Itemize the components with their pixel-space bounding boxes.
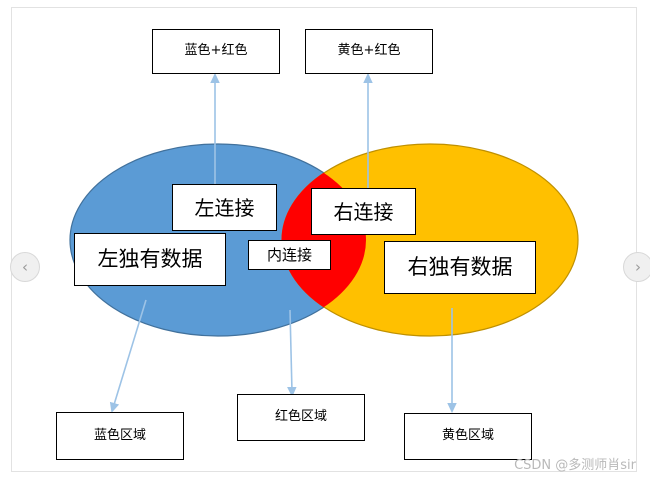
box-blue-area-label: 蓝色区域 bbox=[93, 427, 146, 443]
chevron-left-icon: ‹ bbox=[22, 258, 28, 276]
box-left-join: 左连接 bbox=[172, 184, 277, 231]
box-yellow-plus-red: 黄色+红色 bbox=[305, 29, 433, 74]
carousel-prev-button[interactable]: ‹ bbox=[10, 252, 40, 282]
box-right-join-label: 右连接 bbox=[333, 199, 394, 224]
box-red-area: 红色区域 bbox=[237, 394, 365, 441]
box-inner-join-label: 内连接 bbox=[266, 245, 312, 264]
box-blue-area: 蓝色区域 bbox=[56, 412, 184, 460]
box-right-only-data: 右独有数据 bbox=[384, 241, 536, 294]
box-blue-plus-red: 蓝色+红色 bbox=[152, 29, 280, 74]
box-blue-plus-red-label: 蓝色+红色 bbox=[184, 43, 248, 59]
box-red-area-label: 红色区域 bbox=[274, 409, 327, 425]
box-right-only-data-label: 右独有数据 bbox=[407, 254, 513, 279]
box-yellow-area: 黄色区域 bbox=[404, 413, 532, 460]
box-inner-join: 内连接 bbox=[248, 240, 331, 270]
chevron-right-icon: › bbox=[635, 258, 641, 276]
box-left-join-label: 左连接 bbox=[194, 195, 255, 220]
carousel-next-button[interactable]: › bbox=[623, 252, 650, 282]
watermark-text: CSDN @多测师肖sir bbox=[514, 458, 636, 473]
box-yellow-plus-red-label: 黄色+红色 bbox=[337, 43, 401, 59]
box-left-only-data: 左独有数据 bbox=[74, 233, 226, 286]
box-yellow-area-label: 黄色区域 bbox=[441, 428, 494, 444]
box-left-only-data-label: 左独有数据 bbox=[97, 246, 203, 271]
box-right-join: 右连接 bbox=[311, 188, 416, 235]
